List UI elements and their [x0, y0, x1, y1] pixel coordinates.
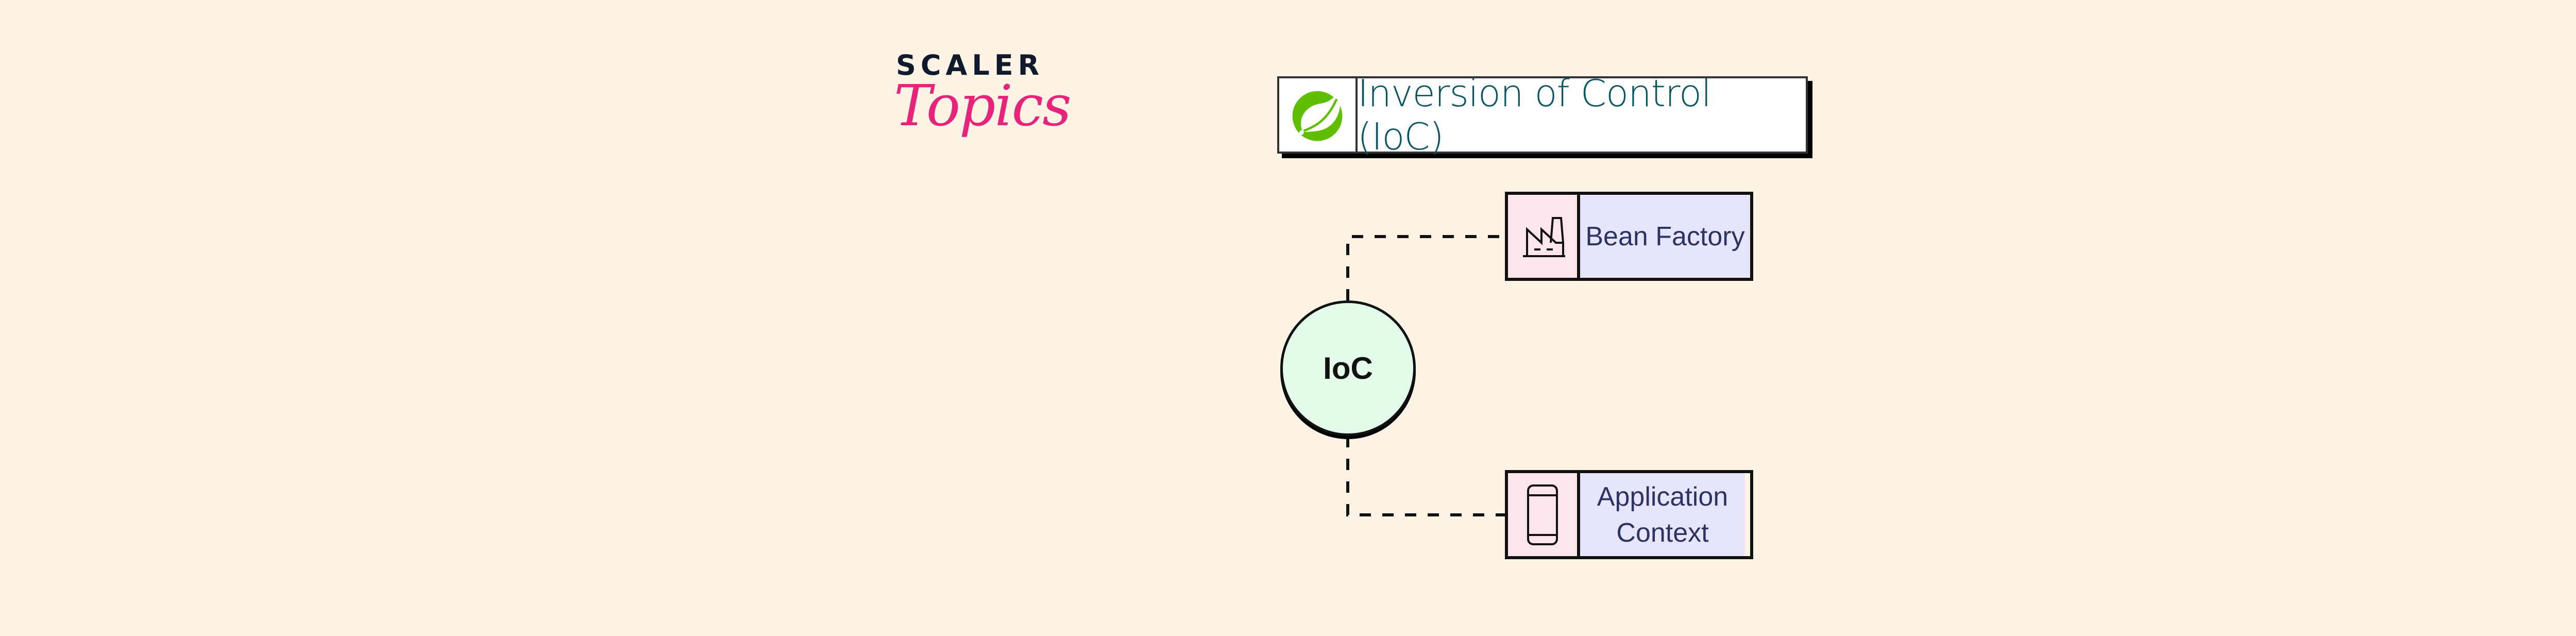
mobile-phone-icon [1527, 484, 1558, 545]
title-box: Inversion of Control (IoC) [1277, 72, 1808, 158]
scaler-topics-logo: SCALER Topics [894, 49, 1072, 152]
bean-factory-label: Bean Factory [1580, 195, 1750, 278]
ioc-label: IoC [1323, 351, 1373, 386]
spring-leaf-icon [1292, 91, 1343, 141]
logo-scaler-text: SCALER [896, 49, 1044, 81]
connector-to-application-context [1346, 436, 1505, 516]
application-context-node: Application Context [1505, 470, 1753, 559]
diagram-title: Inversion of Control (IoC) [1358, 72, 1711, 158]
bean-factory-node: Bean Factory [1505, 192, 1753, 281]
application-context-icon-cell [1508, 473, 1580, 556]
factory-icon [1523, 216, 1565, 257]
connector-to-bean-factory [1346, 235, 1505, 300]
bean-factory-icon-cell [1508, 195, 1580, 278]
ioc-center-node: IoC [1280, 300, 1416, 436]
logo-topics-text: Topics [894, 73, 1072, 139]
title-icon-cell [1279, 78, 1358, 152]
application-context-label: Application Context [1580, 473, 1745, 556]
